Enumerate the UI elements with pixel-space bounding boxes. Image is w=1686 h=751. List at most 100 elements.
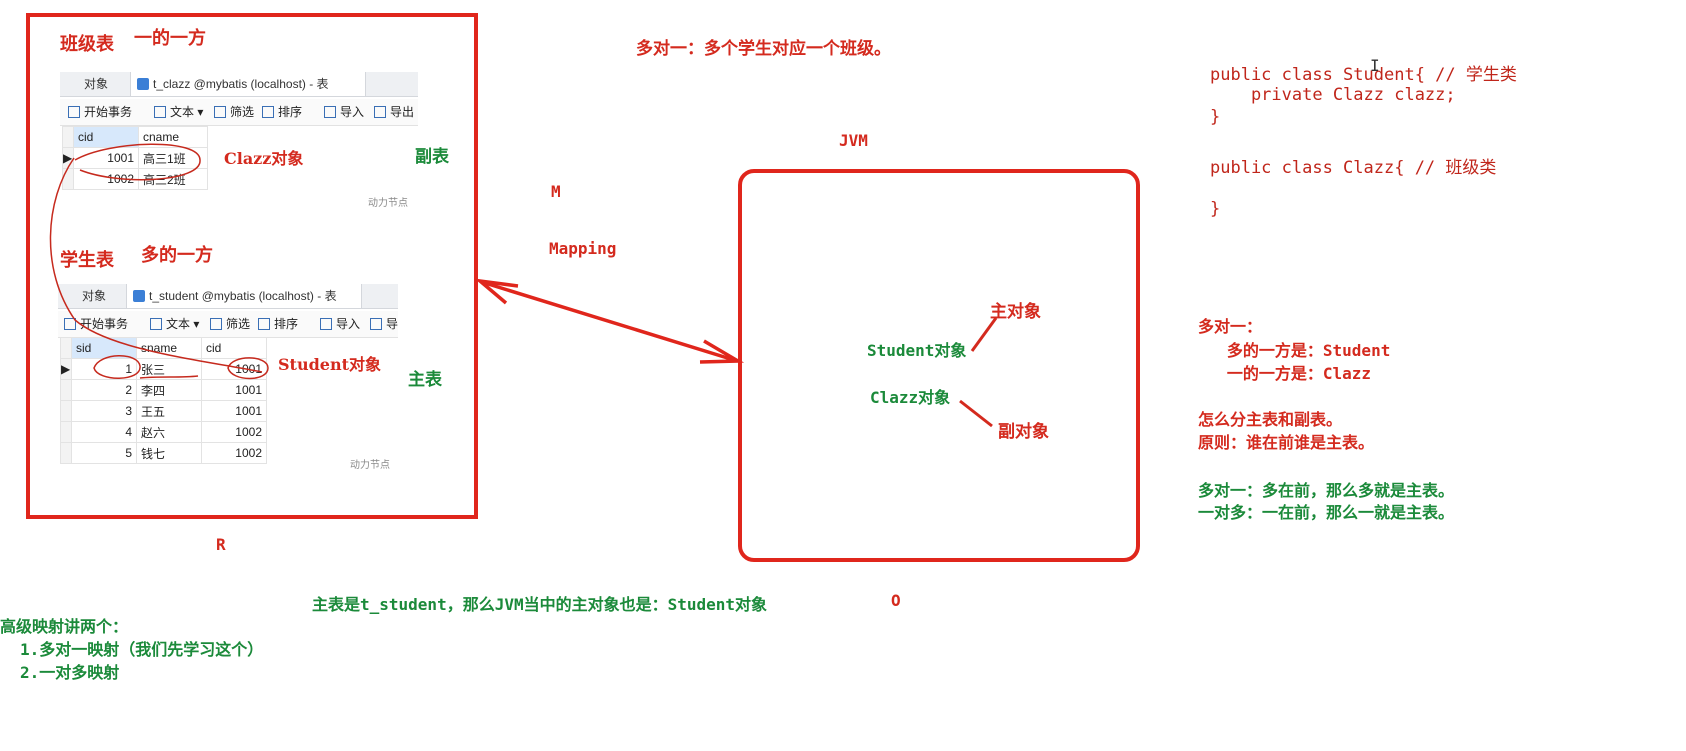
import-button[interactable]: 导入: [324, 103, 364, 121]
note-line-green: 多对一：多在前，那么多就是主表。: [1198, 481, 1455, 500]
text-icon: [154, 106, 166, 118]
note-line: 原则：谁在前谁是主表。: [1198, 433, 1375, 452]
sort-icon: [262, 106, 274, 118]
row-gutter: [60, 421, 72, 443]
cell-cid[interactable]: 1002: [73, 168, 139, 190]
row-pointer-icon: ▶: [60, 358, 72, 380]
import-icon: [320, 318, 332, 330]
student-table-label: 学生表: [60, 250, 114, 271]
export-icon: [374, 106, 386, 118]
export-button[interactable]: 导: [370, 315, 398, 333]
column-header-sid[interactable]: sid: [71, 337, 137, 359]
row-gutter: [60, 400, 72, 422]
tab-table[interactable]: t_student @mybatis (localhost) - 表: [126, 284, 362, 308]
cell-sid[interactable]: 3: [71, 400, 137, 422]
cell-sid[interactable]: 1: [71, 358, 137, 380]
mapping-arrow-head-left: [474, 278, 519, 305]
code-line: }: [1210, 199, 1221, 219]
cell-sname[interactable]: 钱七: [136, 442, 202, 464]
table-row[interactable]: 5 钱七 1002: [60, 442, 267, 464]
text-button[interactable]: 文本 ▾: [154, 103, 203, 121]
cell-cname[interactable]: 高三1班: [138, 147, 208, 169]
row-gutter-header: [62, 126, 74, 148]
note-line: 一的一方是：Clazz: [1198, 364, 1372, 383]
cell-sid[interactable]: 5: [71, 442, 137, 464]
begin-transaction-button[interactable]: 开始事务: [64, 315, 128, 333]
cell-sname[interactable]: 王五: [136, 400, 202, 422]
many-side-label: 多的一方: [141, 245, 213, 266]
text-button[interactable]: 文本 ▾: [150, 315, 199, 333]
cell-cid[interactable]: 1002: [201, 442, 267, 464]
table-row[interactable]: ▶ 1001 高三1班: [62, 147, 208, 169]
jvm-clazz-object: Clazz对象: [870, 388, 951, 407]
table-row[interactable]: 1002 高三2班: [62, 168, 208, 190]
bottom-note: 主表是t_student，那么JVM当中的主对象也是：Student对象: [312, 595, 768, 614]
export-button[interactable]: 导出: [374, 103, 414, 121]
import-icon: [324, 106, 336, 118]
tab-objects[interactable]: 对象: [82, 289, 107, 303]
jvm-student-object: Student对象: [867, 341, 967, 360]
cell-sid[interactable]: 2: [71, 379, 137, 401]
clazz-db-tabbar: 对象 t_clazz @mybatis (localhost) - 表: [60, 72, 418, 97]
sub-object-label: 副对象: [998, 422, 1049, 442]
row-gutter: [60, 442, 72, 464]
column-header-cname[interactable]: cname: [138, 126, 208, 148]
column-header-cid[interactable]: cid: [73, 126, 139, 148]
student-object-label: Student对象: [278, 355, 381, 374]
filter-icon: [210, 318, 222, 330]
cell-sname[interactable]: 赵六: [136, 421, 202, 443]
cell-cid[interactable]: 1001: [201, 358, 267, 380]
table-row[interactable]: ▶ 1 张三 1001: [60, 358, 267, 380]
column-header-cid[interactable]: cid: [201, 337, 267, 359]
clazz-object-label: Clazz对象: [224, 149, 304, 168]
one-side-label: 一的一方: [134, 28, 206, 49]
transaction-icon: [68, 106, 80, 118]
clazz-db-toolbar: 开始事务 文本 ▾ 筛选 排序 导入 导出: [60, 99, 418, 126]
advanced-mapping-title: 高级映射讲两个：: [0, 617, 129, 636]
table-row[interactable]: 2 李四 1001: [60, 379, 267, 401]
tab-objects[interactable]: 对象: [84, 77, 109, 91]
cell-cid[interactable]: 1001: [201, 400, 267, 422]
student-db-toolbar: 开始事务 文本 ▾ 筛选 排序 导入 导: [58, 311, 398, 338]
orm-table-frame: [26, 13, 478, 519]
tab-table-title: t_clazz @mybatis (localhost) - 表: [153, 77, 329, 91]
watermark: 动力节点: [368, 198, 408, 209]
page-title: 多对一：多个学生对应一个班级。: [636, 39, 891, 59]
cell-cid[interactable]: 1001: [201, 379, 267, 401]
orm-letter-r: R: [216, 535, 226, 554]
begin-transaction-button[interactable]: 开始事务: [68, 103, 132, 121]
sort-button[interactable]: 排序: [262, 103, 302, 121]
row-gutter-header: [60, 337, 72, 359]
filter-button[interactable]: 筛选: [210, 315, 250, 333]
note-line: 多对一：: [1198, 317, 1263, 336]
mapping-label: Mapping: [549, 239, 617, 258]
cell-cid[interactable]: 1001: [73, 147, 139, 169]
table-row[interactable]: 3 王五 1001: [60, 400, 267, 422]
advanced-mapping-item: 1.多对一映射（我们先学习这个）: [20, 640, 264, 659]
text-icon: [150, 318, 162, 330]
note-line: 怎么分主表和副表。: [1198, 410, 1343, 429]
clazz-table-label: 班级表: [60, 34, 114, 55]
sort-button[interactable]: 排序: [258, 315, 298, 333]
table-icon: [133, 290, 145, 302]
mapping-arrow-head-right: [699, 339, 745, 364]
orm-letter-m: M: [551, 182, 561, 201]
cell-sid[interactable]: 4: [71, 421, 137, 443]
jvm-label: JVM: [839, 131, 868, 150]
student-header-row: sid sname cid: [60, 337, 267, 359]
cell-sname[interactable]: 李四: [136, 379, 202, 401]
tab-table[interactable]: t_clazz @mybatis (localhost) - 表: [130, 72, 366, 96]
code-line: private Clazz clazz;: [1210, 85, 1456, 105]
cell-cname[interactable]: 高三2班: [138, 168, 208, 190]
column-header-sname[interactable]: sname: [136, 337, 202, 359]
filter-button[interactable]: 筛选: [214, 103, 254, 121]
table-row[interactable]: 4 赵六 1002: [60, 421, 267, 443]
student-grid: sid sname cid ▶ 1 张三 1001 2 李四 1001 3 王五…: [60, 337, 267, 464]
code-line: public class Clazz{ // 班级类: [1210, 158, 1497, 178]
cell-cid[interactable]: 1002: [201, 421, 267, 443]
student-db-panel: 对象 t_student @mybatis (localhost) - 表 开始…: [58, 284, 398, 474]
export-icon: [370, 318, 382, 330]
row-gutter: [62, 168, 74, 190]
cell-sname[interactable]: 张三: [136, 358, 202, 380]
import-button[interactable]: 导入: [320, 315, 360, 333]
